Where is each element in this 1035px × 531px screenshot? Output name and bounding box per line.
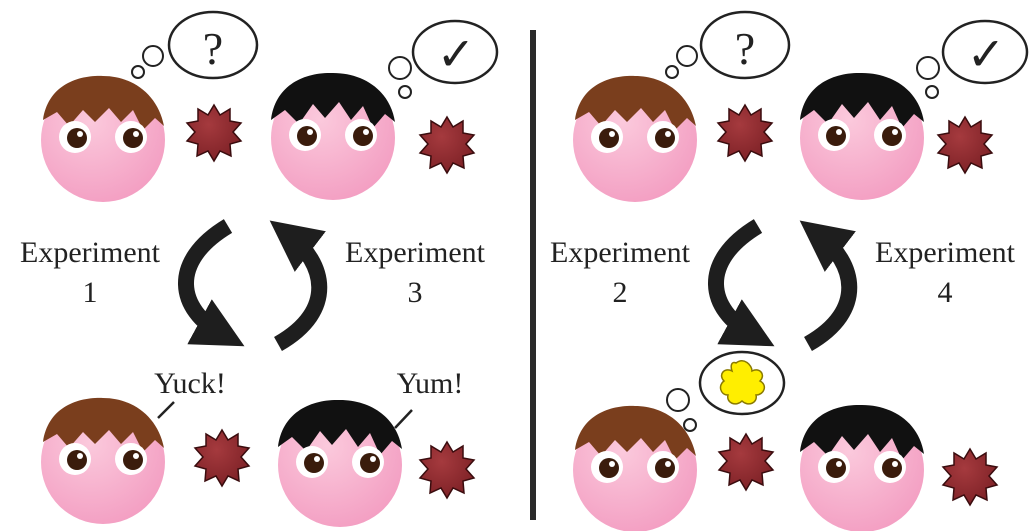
left-eye — [59, 443, 91, 475]
thought-bubble-checkmark: ✓ — [917, 21, 1027, 98]
child-black-hair — [278, 400, 402, 527]
up-arrow — [808, 236, 849, 344]
right-eye — [115, 443, 147, 475]
right-eye — [345, 119, 377, 151]
experiment-label: Experiment — [345, 236, 486, 269]
germ — [420, 117, 474, 173]
germ — [187, 105, 241, 161]
germ — [943, 449, 997, 505]
left-eye — [591, 121, 623, 153]
down-arrow — [186, 226, 228, 334]
germ — [420, 442, 474, 498]
child-black-hair — [800, 405, 924, 531]
checkmark-icon: ✓ — [967, 29, 1006, 80]
thought-bubble-checkmark: ✓ — [389, 21, 497, 98]
experiment-label: Experiment — [20, 236, 161, 269]
experiment-number: 2 — [613, 276, 628, 309]
child-brown-hair — [41, 76, 165, 202]
left-eye — [296, 446, 328, 478]
child-black-hair — [800, 73, 924, 200]
speech-yuck: Yuck! — [154, 367, 226, 400]
down-arrow — [716, 226, 758, 334]
question-mark-icon: ? — [203, 23, 223, 74]
left-eye — [818, 451, 850, 483]
up-arrow — [278, 236, 319, 344]
germ — [719, 434, 773, 490]
child-brown-hair — [41, 398, 165, 524]
experiment-label: Experiment — [875, 236, 1016, 269]
speech-yum: Yum! — [397, 367, 464, 400]
thought-bubble-question: ? — [666, 12, 789, 78]
germ — [195, 430, 249, 486]
child-black-hair — [271, 73, 395, 200]
right-eye — [352, 446, 384, 478]
germ — [938, 117, 992, 173]
right-eye — [874, 451, 906, 483]
right-eye — [647, 121, 679, 153]
left-eye — [59, 121, 91, 153]
thought-bubble-imagined-germ — [667, 352, 784, 431]
right-eye — [115, 121, 147, 153]
experiment-label: Experiment — [550, 236, 691, 269]
right-eye — [647, 451, 679, 483]
speech-line — [158, 402, 174, 418]
experiment-number: 3 — [408, 276, 423, 309]
left-eye — [591, 451, 623, 483]
speech-line — [395, 410, 412, 428]
thought-bubble-question: ? — [132, 12, 257, 78]
left-eye — [289, 119, 321, 151]
experiment-number: 1 — [83, 276, 98, 309]
right-eye — [874, 119, 906, 151]
left-eye — [818, 119, 850, 151]
experiment-number: 4 — [938, 276, 953, 309]
child-brown-hair — [573, 76, 697, 202]
child-brown-hair — [573, 406, 697, 531]
germ — [718, 105, 772, 161]
checkmark-icon: ✓ — [437, 29, 476, 80]
question-mark-icon: ? — [735, 23, 755, 74]
